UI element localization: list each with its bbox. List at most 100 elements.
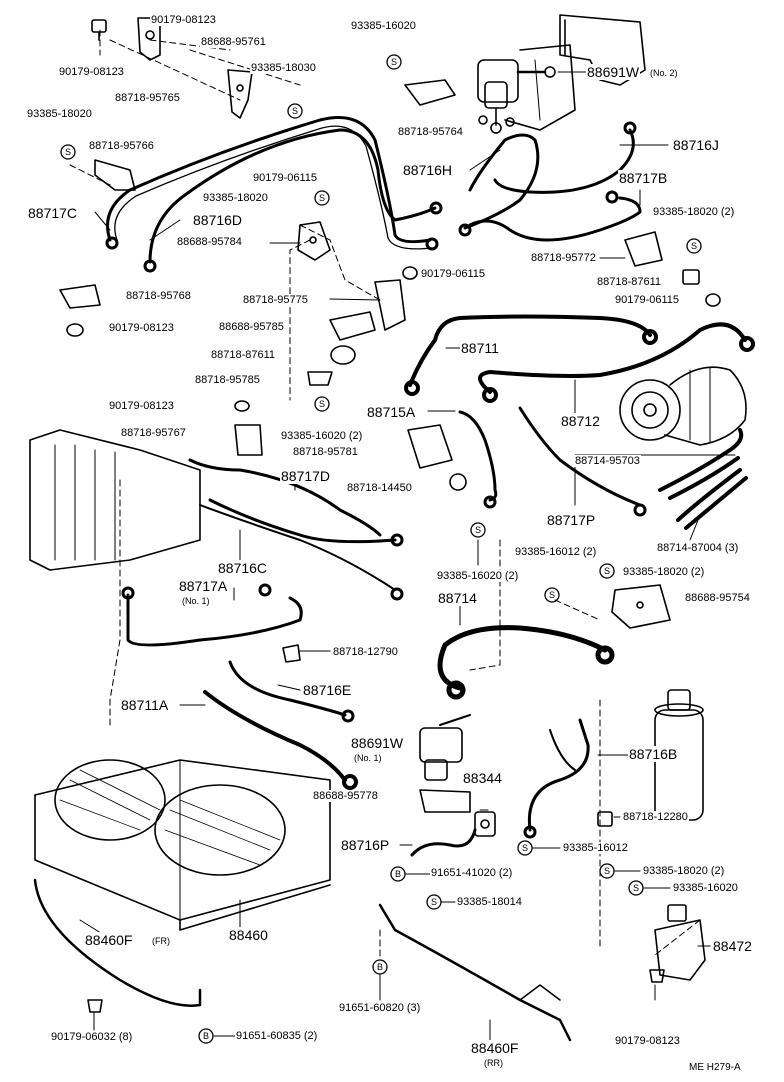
label-88691w-no1-sub: (No. 1): [354, 753, 382, 763]
hose-88714-95703: [658, 428, 744, 500]
bracket-88688-95761: [227, 69, 253, 119]
clip-88718-14450: [449, 473, 467, 491]
nut-90179-06115-b: [402, 266, 418, 280]
label-88718-95775: 88718-95775: [242, 294, 309, 306]
label-88717a-sub: (No. 1): [182, 596, 210, 606]
clip-88718-12790: [282, 644, 301, 663]
label-88718-95766: 88718-95766: [88, 140, 155, 152]
s-symbol: S: [319, 193, 326, 203]
label-88691w-no1: 88691W: [350, 735, 405, 751]
label-90179-08123-d: 90179-08123: [614, 1035, 681, 1047]
expansion-valve-88344: [474, 811, 496, 837]
vacuum-switching-valve-no2: [477, 59, 556, 134]
label-93385-16020-2a: 93385-16020 (2): [280, 430, 364, 442]
clip-88718-95767: [234, 424, 263, 456]
label-88716e: 88716E: [302, 682, 353, 698]
ac-compressor: [619, 366, 747, 446]
b-symbol: B: [395, 869, 402, 879]
clip-88718-87611-a: [682, 269, 700, 285]
label-88691w-no2-sub: (No. 2): [650, 68, 678, 78]
label-88718-95768: 88718-95768: [125, 290, 192, 302]
b-symbol: B: [377, 962, 384, 972]
label-88711: 88711: [460, 340, 500, 356]
s-symbol: S: [691, 241, 698, 251]
label-88344: 88344: [462, 770, 503, 786]
label-88688-95778: 88688-95778: [312, 790, 379, 802]
hose-88715a: [458, 410, 498, 509]
label-90179-06115-c: 90179-06115: [614, 294, 681, 306]
hose-88716p: [410, 828, 477, 857]
bracket-88688-95778: [419, 789, 471, 813]
label-93385-16020-b: 93385-16020: [672, 882, 739, 894]
s-symbol: S: [604, 866, 611, 876]
clip-88718-12280: [597, 811, 613, 827]
hose-88716d: [143, 128, 443, 273]
nut-90179-06032: [87, 999, 103, 1013]
symbol-circles: [60, 54, 702, 1044]
label-91651-60835: 91651-60835 (2): [235, 1030, 319, 1042]
label-93385-16012-2: 93385-16012 (2): [514, 546, 598, 558]
label-88460f-rr-sub: (RR): [484, 1058, 503, 1068]
label-93385-18030: 93385-18030: [250, 62, 317, 74]
hose-88712: [478, 322, 755, 403]
label-88718-12790: 88718-12790: [332, 646, 399, 658]
clip-88688-95785: [329, 311, 376, 341]
nut-90179-08123-d: [649, 969, 665, 983]
label-88718-95772: 88718-95772: [530, 252, 597, 264]
s-symbol: S: [475, 525, 482, 535]
label-93385-18020-2c: 93385-18020 (2): [642, 865, 726, 877]
hose-88717a: [121, 583, 303, 647]
engine-block-outline: [504, 14, 646, 131]
label-88688-95784: 88688-95784: [176, 236, 243, 248]
label-88460f-fr-sub: (FR): [152, 936, 170, 946]
bracket-88460f-rr: [378, 903, 572, 1042]
label-88718-87611-b: 88718-87611: [210, 349, 277, 361]
label-90179-08123-top: 90179-08123: [150, 14, 217, 26]
label-88718-12280: 88718-12280: [622, 811, 689, 823]
label-93385-18014: 93385-18014: [456, 896, 523, 908]
label-88716c: 88716C: [217, 560, 269, 576]
label-88714-95703: 88714-95703: [574, 455, 641, 467]
label-88717d: 88717D: [280, 468, 332, 484]
label-88460f-fr: 88460F: [84, 932, 134, 948]
bracket-88688-95754: [611, 584, 671, 629]
label-88715a: 88715A: [366, 404, 417, 420]
clip-88718-87611-b: [330, 345, 356, 365]
label-88472: 88472: [712, 938, 753, 954]
label-88718-95785: 88718-95785: [194, 374, 261, 386]
label-88460f-rr: 88460F: [470, 1040, 520, 1056]
label-88718-14450: 88718-14450: [346, 482, 413, 494]
label-90179-06115-b: 90179-06115: [420, 268, 487, 280]
label-88714: 88714: [437, 590, 478, 606]
hose-88716j: [493, 121, 637, 194]
label-88717c: 88717C: [27, 205, 79, 221]
nut-90179-08123-c: [234, 400, 250, 412]
clip-88718-95785: [307, 371, 333, 386]
nut-90179-08123-b: [66, 323, 84, 337]
label-90179-08123-c: 90179-08123: [108, 400, 175, 412]
hose-88717p: [518, 406, 647, 517]
clip-88718-95764: [404, 79, 456, 106]
hose-88716e: [228, 660, 355, 723]
label-88688-95761: 88688-95761: [200, 36, 267, 48]
footer-code: ME H279-A: [688, 1062, 742, 1074]
clip-88718-95772: [624, 231, 663, 267]
label-88716d: 88716D: [192, 212, 244, 228]
hose-88716b: [523, 718, 590, 839]
bracket-88460f-fr: [33, 878, 202, 1007]
s-symbol: S: [604, 566, 611, 576]
hose-88717b: [468, 190, 642, 242]
bolt-90179-08123-top: [91, 19, 107, 41]
label-91651-41020: 91651-41020 (2): [430, 867, 514, 879]
label-93385-18020-b: 93385-18020: [202, 192, 269, 204]
label-88716p: 88716P: [340, 837, 391, 853]
label-91651-60820: 91651-60820 (3): [338, 1002, 422, 1014]
hose-88711: [404, 314, 658, 396]
label-88460: 88460: [228, 927, 269, 943]
pressure-switch-88472: [654, 904, 706, 981]
label-93385-16020-top: 93385-16020: [350, 20, 417, 32]
label-88718-95764: 88718-95764: [397, 126, 464, 138]
label-88716j: 88716J: [672, 137, 720, 153]
